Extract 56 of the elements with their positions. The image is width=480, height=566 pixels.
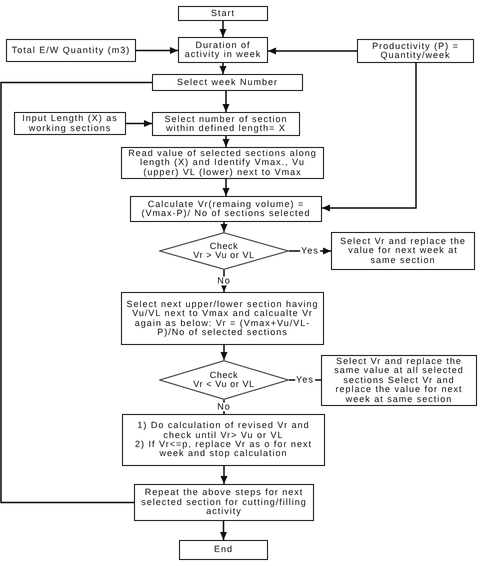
step-text: Productivity (P) = Quantity/week (371, 42, 460, 60)
terminal-text: Start (210, 8, 235, 18)
decision-diamond (159, 360, 289, 400)
step-text: Calculate Vr(remaing volume) = (Vmax-P)/ No of sections selected (140, 200, 312, 218)
input-box (6, 39, 136, 62)
terminal-box (178, 6, 268, 21)
process-box (152, 112, 300, 136)
step-text: Duration of activity in week (184, 40, 262, 60)
step-text: Select Vr and replace the same value at all selected sections Select Vr and replace the value for next week at same section (333, 356, 465, 404)
result-box (321, 355, 477, 406)
result-box (331, 232, 475, 270)
arrow (268, 48, 357, 54)
edge-label: No (216, 402, 232, 412)
arrow (220, 63, 226, 74)
step-text: Read value of selected sections along length (X) and Identify Vmax., Vu (upper) VL (lower) next to Vmax (127, 148, 318, 178)
edge-label: No (216, 276, 232, 286)
arrow (220, 521, 227, 540)
arrow (220, 466, 228, 484)
arrow (126, 120, 152, 127)
step-text: Input Length (X) as working sections (21, 114, 119, 133)
step-text: Select Vr and replace the value for next week at same section (339, 236, 467, 266)
arrow (220, 345, 228, 360)
arrow (222, 91, 230, 112)
arrow (322, 63, 417, 212)
step-text: 1) Do calculation of revised Vr and check until Vr> Vu or VL (136, 421, 311, 440)
terminal-text: End (214, 545, 233, 555)
connector-line (0, 82, 152, 504)
decision-text: Check (210, 242, 238, 251)
arrow (220, 400, 228, 414)
process-box (122, 414, 325, 466)
process-box (121, 292, 324, 345)
step-text: Repeat the above steps for next selected section for cutting/filling activity (140, 488, 308, 517)
arrow (136, 47, 178, 54)
step-text: Select week Number (176, 78, 278, 88)
process-box (152, 74, 303, 91)
step-text: Select number of section within defined length= X (163, 114, 289, 134)
step-text: 2) If Vr<=p, replace Vr as o for next week and stop calculation (134, 440, 313, 459)
edge-label: Yes (300, 246, 320, 256)
arrow (220, 21, 226, 37)
arrow (220, 270, 228, 292)
input-box (14, 112, 126, 135)
process-box (130, 196, 322, 222)
step-text: Select next upper/lower section having Vu/VL next to Vmax and calcualte Vr again as below: Vr = (Vmax+Vu/VL-P)/No of selected sections (125, 300, 320, 338)
edge-label: Yes (295, 376, 315, 384)
decision-text: Vr < Vu or VL (193, 380, 255, 390)
process-box (134, 484, 314, 521)
arrow (220, 222, 228, 232)
decision-diamond (159, 232, 289, 270)
terminal-box (179, 540, 268, 560)
input-box (357, 39, 474, 63)
arrow (222, 179, 230, 196)
decision-text: Check (210, 370, 238, 380)
arrow (222, 136, 230, 147)
decision-text: Vr > Vu or VL (193, 251, 255, 260)
step-text: Total E/W Quantity (m3) (12, 46, 130, 56)
process-box (178, 37, 268, 63)
